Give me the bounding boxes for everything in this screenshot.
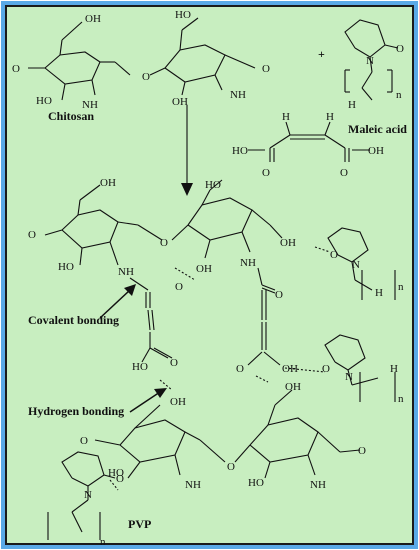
plus-sign: + xyxy=(318,47,325,61)
svg-text:HO: HO xyxy=(248,477,264,489)
svg-text:HO: HO xyxy=(232,145,248,157)
svg-text:OH: OH xyxy=(282,363,298,375)
svg-text:HO: HO xyxy=(175,9,191,21)
svg-text:OH: OH xyxy=(85,13,101,25)
svg-text:H: H xyxy=(282,111,290,123)
diagram-background xyxy=(7,7,412,543)
svg-text:O: O xyxy=(12,63,20,75)
svg-text:n: n xyxy=(398,393,404,405)
atom-labels: O OH HO NH O HO OH NH O O N H n H H HO O… xyxy=(12,9,404,548)
pvp-label: PVP xyxy=(128,517,151,531)
svg-text:NH: NH xyxy=(240,257,256,269)
svg-text:OH: OH xyxy=(170,396,186,408)
reaction-arrow-head xyxy=(181,183,193,196)
svg-text:HO: HO xyxy=(132,361,148,373)
svg-text:H: H xyxy=(326,111,334,123)
hydrogen-arrow xyxy=(129,388,167,413)
svg-text:HO: HO xyxy=(108,467,124,479)
svg-text:O: O xyxy=(275,289,283,301)
svg-text:OH: OH xyxy=(285,381,301,393)
svg-text:NH: NH xyxy=(185,479,201,491)
svg-text:O: O xyxy=(262,167,270,179)
structure-lines xyxy=(28,17,399,540)
svg-text:n: n xyxy=(100,536,106,548)
svg-text:O: O xyxy=(116,473,124,485)
svg-text:H: H xyxy=(390,363,398,375)
svg-text:O: O xyxy=(142,71,150,83)
svg-text:O: O xyxy=(28,229,36,241)
svg-text:N: N xyxy=(366,55,374,67)
covalent-arrow xyxy=(99,284,136,319)
svg-text:O: O xyxy=(330,249,338,261)
svg-text:OH: OH xyxy=(196,263,212,275)
svg-text:H: H xyxy=(348,99,356,111)
svg-text:OH: OH xyxy=(100,177,116,189)
svg-text:n: n xyxy=(396,89,402,101)
svg-text:NH: NH xyxy=(118,266,134,278)
svg-text:O: O xyxy=(227,461,235,473)
svg-text:NH: NH xyxy=(82,99,98,111)
svg-text:O: O xyxy=(236,363,244,375)
svg-text:HO: HO xyxy=(58,261,74,273)
covalent-bonding-label: Covalent bonding xyxy=(28,313,119,327)
maleic-acid-label: Maleic acid xyxy=(348,122,407,136)
svg-text:HO: HO xyxy=(36,95,52,107)
svg-text:N: N xyxy=(84,489,92,501)
svg-text:O: O xyxy=(322,363,330,375)
svg-text:n: n xyxy=(398,281,404,293)
svg-text:NH: NH xyxy=(230,89,246,101)
svg-text:O: O xyxy=(170,357,178,369)
svg-text:HO: HO xyxy=(205,179,221,191)
svg-text:H: H xyxy=(375,287,383,299)
svg-text:O: O xyxy=(175,281,183,293)
svg-text:NH: NH xyxy=(310,479,326,491)
svg-text:O: O xyxy=(396,43,404,55)
svg-text:N: N xyxy=(345,371,353,383)
svg-text:OH: OH xyxy=(280,237,296,249)
svg-text:O: O xyxy=(80,435,88,447)
svg-text:O: O xyxy=(358,445,366,457)
svg-text:O: O xyxy=(160,237,168,249)
svg-text:OH: OH xyxy=(172,96,188,108)
svg-text:N: N xyxy=(352,259,360,271)
hydrogen-bonding-label: Hydrogen bonding xyxy=(28,404,124,418)
svg-text:O: O xyxy=(262,63,270,75)
svg-text:O: O xyxy=(340,167,348,179)
hydrogen-bond-lines xyxy=(109,246,331,491)
chitosan-label: Chitosan xyxy=(48,109,94,123)
svg-text:OH: OH xyxy=(368,145,384,157)
